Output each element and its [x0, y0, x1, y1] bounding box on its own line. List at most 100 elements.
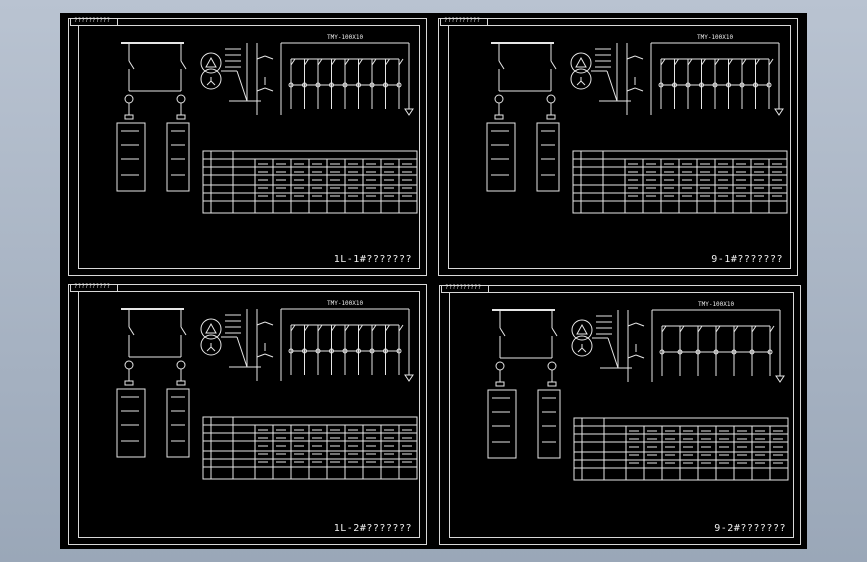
main-breaker: [634, 55, 644, 60]
hv-spec-box: [166, 388, 190, 458]
hv-spec-box: [116, 122, 146, 192]
feeder-switch: [398, 324, 404, 332]
single-line-diagram: TMY-100X10: [486, 34, 788, 214]
hv-spec-box: [486, 122, 516, 192]
sheet-inner-frame: [78, 291, 420, 538]
feeder-switch: [398, 58, 404, 66]
transformer-primary-winding: [570, 52, 592, 74]
hv-disconnector: [551, 327, 558, 337]
sheet-inner-frame: [449, 292, 794, 538]
hv-disconnector: [128, 326, 135, 336]
equipment-table: [573, 417, 789, 481]
wye-winding-symbol: [580, 80, 586, 86]
single-line-diagram: TMY-100X10: [487, 301, 789, 481]
equipment-table: [202, 150, 418, 214]
feeder-switch: [715, 325, 721, 333]
hv-disconnector: [499, 327, 506, 337]
main-breaker: [626, 87, 636, 92]
ground-symbol: [546, 114, 556, 120]
lv-incomer-line: [236, 336, 248, 368]
ground-symbol: [124, 114, 134, 120]
main-breaker: [264, 353, 274, 358]
hv-disconnector: [550, 60, 557, 70]
sheet-title: 9-2#???????: [714, 523, 786, 534]
feeder-switch: [701, 58, 706, 66]
feeder-switch: [661, 325, 667, 333]
feeder-switch: [331, 58, 336, 66]
lv-busbar-label: TMY-100X10: [698, 301, 735, 308]
lv-incomer-line: [607, 337, 619, 369]
feeder-switch: [371, 58, 377, 66]
single-line-diagram: TMY-100X10: [116, 34, 418, 214]
hv-spec-box: [537, 389, 561, 459]
ground-symbol: [495, 381, 505, 387]
feeder-switch: [317, 324, 323, 332]
hv-disconnector: [180, 60, 187, 70]
feeder-switch: [714, 58, 720, 66]
sheet-tag: ??????????: [440, 17, 488, 26]
sheet-title: 9-1#???????: [711, 254, 783, 265]
ground-symbol: [494, 114, 504, 120]
wye-winding-symbol: [206, 80, 212, 86]
feeder-switch: [358, 58, 363, 66]
drawing-sheet-2[interactable]: ?????????? TMY-100X10 9-1#???????: [438, 17, 798, 276]
main-breaker: [256, 55, 266, 60]
feeder-switch: [728, 58, 733, 66]
feeder-switch: [290, 58, 296, 66]
surge-arrester: [775, 375, 785, 383]
sheet-tag-text: ??????????: [445, 284, 482, 291]
transformer-secondary-winding: [200, 334, 222, 356]
feeder-switch: [660, 58, 666, 66]
feeder-switch: [751, 325, 757, 333]
main-breaker: [635, 354, 645, 359]
sheet-tag: ??????????: [70, 17, 118, 26]
surge-arrester: [404, 108, 414, 116]
ground-symbol: [176, 114, 186, 120]
lv-incomer-line: [606, 70, 618, 102]
current-transformer: [547, 361, 557, 371]
transformer-primary-winding: [571, 319, 593, 341]
feeder-switch: [697, 325, 703, 333]
transformer-primary-winding: [200, 52, 222, 74]
sheet-tag: ??????????: [441, 284, 489, 293]
surge-arrester: [774, 108, 784, 116]
current-transformer: [124, 94, 134, 104]
feeder-switch: [290, 324, 296, 332]
wye-winding-symbol: [206, 346, 212, 352]
lv-busbar-label: TMY-100X10: [327, 34, 364, 41]
main-breaker: [264, 55, 274, 60]
delta-winding-symbol: [205, 322, 217, 334]
ground-symbol: [124, 380, 134, 386]
feeder-switch: [358, 324, 363, 332]
single-line-diagram: TMY-100X10: [116, 300, 418, 480]
drawing-canvas[interactable]: ?????????? TMY-100X10 1L-1#??????? ?????…: [60, 13, 807, 549]
lv-busbar-label: TMY-100X10: [327, 300, 364, 307]
current-transformer: [494, 94, 504, 104]
main-breaker: [256, 87, 266, 92]
delta-winding-symbol: [576, 323, 588, 335]
transformer-secondary-winding: [200, 68, 222, 90]
feeder-switch: [304, 324, 309, 332]
drawing-sheet-1[interactable]: ?????????? TMY-100X10 1L-1#???????: [68, 17, 427, 276]
current-transformer: [495, 361, 505, 371]
main-breaker: [256, 321, 266, 326]
drawing-sheet-4[interactable]: ?????????? TMY-100X10 9-2#???????: [439, 284, 801, 545]
feeder-switch: [687, 58, 693, 66]
wye-winding-symbol: [581, 347, 587, 353]
feeder-switch: [331, 324, 336, 332]
feeder-switch: [733, 325, 739, 333]
wye-winding-symbol: [210, 80, 216, 86]
sheet-tag-text: ??????????: [444, 17, 481, 24]
equipment-table: [572, 150, 788, 214]
equipment-table: [202, 416, 418, 480]
sheet-title: 1L-2#???????: [333, 523, 412, 534]
feeder-switch: [679, 325, 685, 333]
feeder-switch: [674, 58, 679, 66]
main-breaker: [256, 353, 266, 358]
drawing-sheet-3[interactable]: ?????????? TMY-100X10 1L-2#???????: [68, 283, 427, 545]
delta-winding-symbol: [205, 56, 217, 68]
hv-spec-box: [166, 122, 190, 192]
sheet-inner-frame: [78, 25, 420, 269]
ground-symbol: [547, 381, 557, 387]
current-transformer: [176, 94, 186, 104]
